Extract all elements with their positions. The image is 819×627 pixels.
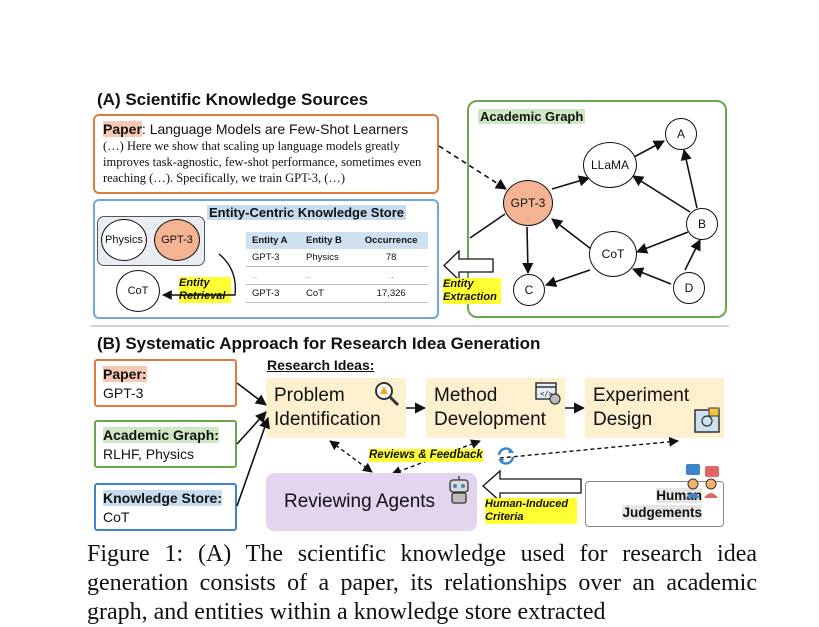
- blueprint-icon: [694, 407, 720, 433]
- human-criteria-label: Human-Induced Criteria: [485, 498, 577, 524]
- review-arrow-1: [329, 440, 373, 473]
- edge-llama-a: [633, 140, 665, 158]
- table-header: Entity B: [300, 232, 355, 249]
- edge-cot-gpt3: [551, 218, 592, 250]
- edge-b-cot: [635, 231, 689, 254]
- table-cell: GPT-3: [246, 284, 300, 303]
- table-cell: ..: [246, 266, 300, 285]
- entity-extraction-label: Entity Extraction: [443, 278, 501, 304]
- edge-gpt3-llama: [551, 175, 591, 190]
- table-row: GPT-3 Physics 78: [246, 249, 428, 267]
- reviewing-agents-label: Reviewing Agents: [284, 491, 436, 512]
- input-paper-value: GPT-3: [103, 385, 144, 401]
- table-cell: 17,326: [354, 284, 428, 303]
- paper-label: Paper: [103, 121, 142, 137]
- review-arrow-2: [391, 439, 481, 476]
- input-store-value: CoT: [103, 509, 130, 525]
- table-cell: ..: [300, 266, 355, 285]
- input-paper-label: Paper:: [103, 366, 147, 382]
- entity-physics: Physics: [101, 219, 147, 261]
- node-llama: LLaMA: [583, 142, 637, 188]
- reviewing-agents-box: [266, 473, 477, 531]
- knowledge-store-title: Entity-Centric Knowledge Store: [207, 205, 407, 220]
- paper-title: : Language Models are Few-Shot Learners: [141, 121, 409, 137]
- table-cell: Physics: [300, 249, 355, 267]
- edge-gpt3-c: [522, 226, 534, 275]
- table-header: Entity A: [246, 232, 300, 249]
- node-d: D: [673, 272, 705, 304]
- entity-gpt3: GPT-3: [154, 219, 200, 261]
- people-feedback-icon: [686, 464, 719, 498]
- node-c: C: [513, 274, 545, 306]
- edge-b-a: [680, 148, 698, 209]
- extraction-arrow: [443, 249, 494, 282]
- edge-cot-c: [544, 269, 591, 288]
- human-judgements-label: Human Judgements: [608, 487, 702, 521]
- review-arrow-3: [499, 436, 679, 459]
- paper-box: Paper: Language Models are Few-Shot Lear…: [93, 114, 439, 194]
- magnifier-icon: [375, 382, 400, 407]
- entity-retrieval-label: Entity Retrieval: [179, 277, 231, 303]
- academic-graph-box: [467, 100, 727, 318]
- input-arrow-store: [236, 416, 270, 507]
- knowledge-table: Entity A Entity B Occurrence GPT-3 Physi…: [246, 232, 428, 303]
- edge-b-llama: [632, 175, 691, 213]
- input-graph-label: Academic Graph:: [103, 427, 219, 443]
- table-cell: 78: [354, 249, 428, 267]
- stage-label: Method Development: [434, 385, 546, 430]
- table-cell: CoT: [300, 284, 355, 303]
- svg-text:</>: </>: [540, 390, 553, 398]
- paper-to-gpt3-arrow: [438, 145, 507, 190]
- code-gear-icon: </>: [535, 382, 561, 405]
- node-gpt3: GPT-3: [503, 180, 553, 226]
- reviews-feedback-label: Reviews & Feedback: [369, 449, 483, 462]
- stage-label: Problem Identification: [274, 385, 381, 430]
- input-graph-value: RLHF, Physics: [103, 446, 195, 462]
- input-paper-box: Paper: GPT-3: [94, 359, 237, 407]
- node-a: A: [665, 118, 697, 150]
- section-a-title: (A) Scientific Knowledge Sources: [97, 90, 369, 109]
- edge-d-b: [684, 238, 701, 271]
- research-ideas-label: Research Ideas:: [267, 357, 375, 373]
- section-b-title: (B) Systematic Approach for Research Ide…: [97, 334, 541, 353]
- table-cell: ..: [354, 266, 428, 285]
- human-criteria-arrow: [482, 469, 582, 503]
- node-b: B: [686, 208, 718, 240]
- entity-cot: CoT: [116, 270, 160, 312]
- stage-method-development: Method Development: [426, 378, 565, 438]
- stage-label: Experiment Design: [593, 385, 690, 430]
- input-store-label: Knowledge Store:: [103, 490, 223, 506]
- table-row: GPT-3 CoT 17,326: [246, 284, 428, 303]
- figure-caption: Figure 1: (A) The scientific knowledge u…: [87, 541, 757, 625]
- retrieval-arrow: [162, 253, 237, 300]
- table-header: Occurrence: [354, 232, 428, 249]
- input-store-box: Knowledge Store: CoT: [94, 483, 237, 531]
- input-graph-box: Academic Graph: RLHF, Physics: [94, 420, 237, 468]
- knowledge-store-box: [93, 199, 439, 319]
- input-arrow-paper: [236, 382, 267, 406]
- edge-gpt3-out: [469, 213, 506, 239]
- refresh-icon: [497, 447, 515, 465]
- academic-graph-title: Academic Graph: [478, 109, 586, 124]
- node-cot: CoT: [589, 231, 637, 277]
- robot-icon: [449, 476, 469, 504]
- table-cell: GPT-3: [246, 249, 300, 267]
- paper-body: (…) Here we show that scaling up languag…: [103, 139, 422, 185]
- edge-d-cot: [631, 267, 672, 285]
- input-arrow-graph: [236, 411, 267, 445]
- table-row: .. .. ..: [246, 266, 428, 285]
